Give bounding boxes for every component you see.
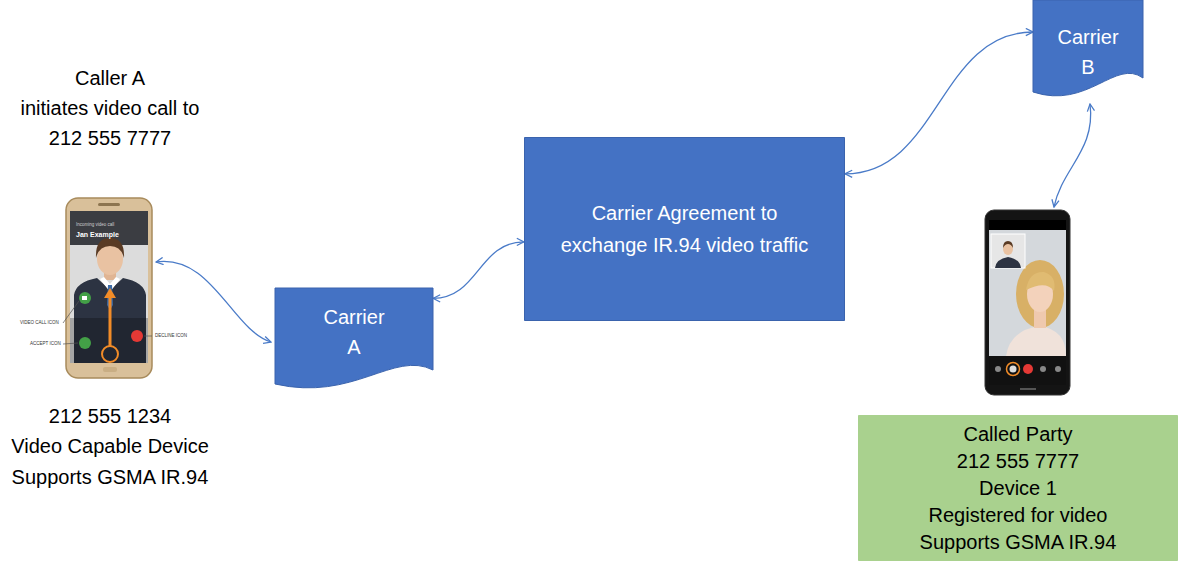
device-note: Video Capable Device [2, 434, 218, 458]
phone-body [985, 210, 1070, 395]
leader-line [63, 343, 78, 344]
control-ring [1007, 363, 1020, 376]
phone-speaker [98, 203, 120, 206]
phone-link-arrow [1054, 104, 1091, 207]
node-text: 212 555 7777 [868, 448, 1168, 475]
node-text: Carrier B [1052, 22, 1124, 82]
node-text-group: Called Party212 555 7777Device 1Register… [868, 421, 1168, 556]
node-text: Called Party [868, 421, 1168, 448]
node-fill [525, 138, 845, 321]
accept-icon [79, 337, 91, 349]
carrier-document: Carrier A [275, 288, 433, 392]
carrier-document: Carrier B [1033, 0, 1143, 100]
phone-number: 212 555 7777 [2, 126, 218, 150]
control-icon [1010, 366, 1017, 373]
node-text-group: Carrier A [318, 302, 390, 362]
control-bar [989, 356, 1066, 385]
node-text-group: Carrier B [1052, 22, 1124, 82]
leader-line [63, 301, 79, 323]
node-fill [859, 416, 1178, 561]
caller-phone [63, 198, 152, 378]
called-party-box: Called Party212 555 7777Device 1Register… [858, 415, 1178, 561]
control-icon [1040, 366, 1046, 372]
callout-label: VIDEO CALL ICON [20, 320, 59, 326]
node-text: Device 1 [868, 475, 1168, 502]
decline-icon [131, 330, 143, 342]
node-text-group: Carrier Agreement to exchange IR.94 vide… [554, 197, 816, 261]
called-phone [985, 210, 1070, 395]
control-icon [995, 366, 1001, 372]
end-call-icon [1023, 364, 1033, 374]
node-outline [1033, 0, 1143, 100]
self-view-suit [995, 257, 1021, 268]
home-button [103, 367, 117, 372]
agreement-box: Carrier Agreement to exchange IR.94 vide… [524, 137, 845, 321]
phone-screen [989, 220, 1066, 385]
node-text: Carrier A [318, 302, 390, 362]
self-view-hair [1003, 241, 1013, 248]
device-note: Supports GSMA IR.94 [2, 465, 218, 489]
caller-heading: initiates video call to [2, 96, 218, 120]
node-text: Carrier Agreement to exchange IR.94 vide… [554, 197, 816, 261]
node-text: Registered for video [868, 502, 1168, 529]
video-call-icon [79, 292, 91, 304]
callout-label: DECLINE ICON [155, 333, 187, 339]
screen-caller-name: Jan Example [76, 230, 119, 239]
double-arrow-connector [845, 32, 1033, 174]
control-icon [1055, 366, 1061, 372]
shoulders [1006, 326, 1066, 356]
screen-text: Incoming video call [76, 222, 114, 228]
neck [1034, 310, 1046, 328]
node-outline [524, 137, 845, 321]
self-view [991, 234, 1025, 268]
swipe-ring [102, 346, 118, 362]
phone-screen [70, 211, 148, 363]
phone-link-arrow [156, 261, 271, 342]
callout-label: ACCEPT ICON [30, 341, 61, 347]
video-call-glyph [82, 296, 87, 300]
node-fill [1033, 0, 1143, 96]
phone-number: 212 555 1234 [2, 404, 218, 428]
nav-bar [1020, 388, 1036, 390]
caller-heading: Caller A [2, 66, 218, 90]
node-fill [275, 288, 433, 388]
phone-body [66, 198, 152, 378]
hair [1016, 260, 1064, 328]
swipe-arrow [109, 294, 112, 346]
hair [96, 238, 124, 258]
swipe-arrow-head [104, 288, 116, 298]
bangs [1026, 272, 1055, 291]
leader-line [144, 336, 152, 337]
node-text: Supports GSMA IR.94 [868, 529, 1168, 556]
double-arrow-connector [433, 242, 524, 299]
status-bar [989, 220, 1066, 230]
